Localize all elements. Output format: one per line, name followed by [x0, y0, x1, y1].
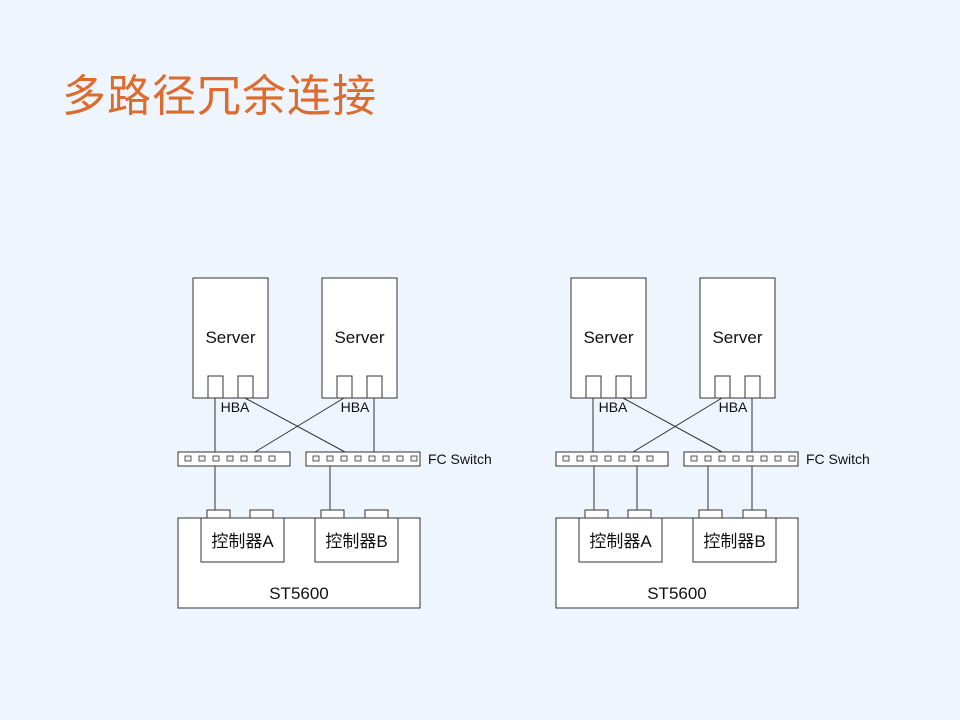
controller-port — [698, 509, 723, 519]
controller-port — [320, 509, 345, 519]
server-1-box — [570, 277, 647, 399]
hba-label-1: HBA — [221, 399, 250, 415]
diagram-right: Server Server HBA HBA — [555, 277, 870, 609]
fc-switch-1 — [177, 451, 291, 467]
server-2-label: Server — [712, 328, 762, 347]
server-2-box — [321, 277, 398, 399]
link — [254, 397, 345, 453]
hba-port — [366, 375, 383, 399]
hba-port — [336, 375, 353, 399]
hba-label-2: HBA — [341, 399, 370, 415]
controller-a-label: 控制器A — [211, 532, 274, 551]
controller-b-box — [692, 517, 777, 563]
hba-label-2: HBA — [719, 399, 748, 415]
fc-switch-1 — [555, 451, 669, 467]
storage-label: ST5600 — [269, 584, 329, 603]
controller-a-box — [200, 517, 285, 563]
link — [622, 397, 723, 453]
controller-port — [742, 509, 767, 519]
controller-a-label: 控制器A — [589, 532, 652, 551]
controller-b-box — [314, 517, 399, 563]
controller-a-box — [578, 517, 663, 563]
server-2-box — [699, 277, 776, 399]
link — [244, 397, 346, 453]
controller-port — [364, 509, 389, 519]
controller-b-label: 控制器B — [325, 532, 387, 551]
controller-port — [627, 509, 652, 519]
hba-port — [744, 375, 761, 399]
fc-switch-2 — [305, 451, 421, 467]
controller-port — [206, 509, 231, 519]
hba-port — [585, 375, 602, 399]
controller-port — [584, 509, 609, 519]
server-1-box — [192, 277, 269, 399]
hba-port — [207, 375, 224, 399]
fc-switch-label: FC Switch — [428, 451, 492, 467]
server-1-label: Server — [583, 328, 633, 347]
fc-switch-2 — [683, 451, 799, 467]
server-2-label: Server — [334, 328, 384, 347]
storage-label: ST5600 — [647, 584, 707, 603]
server-1-label: Server — [205, 328, 255, 347]
slide-title: 多路径冗余连接 — [62, 71, 377, 122]
link — [632, 397, 723, 453]
controller-b-label: 控制器B — [703, 532, 765, 551]
diagram-left: Server Server HBA HBA — [177, 277, 492, 609]
fc-switch-label: FC Switch — [806, 451, 870, 467]
hba-label-1: HBA — [599, 399, 628, 415]
hba-port — [615, 375, 632, 399]
hba-port — [714, 375, 731, 399]
hba-port — [237, 375, 254, 399]
controller-port — [249, 509, 274, 519]
